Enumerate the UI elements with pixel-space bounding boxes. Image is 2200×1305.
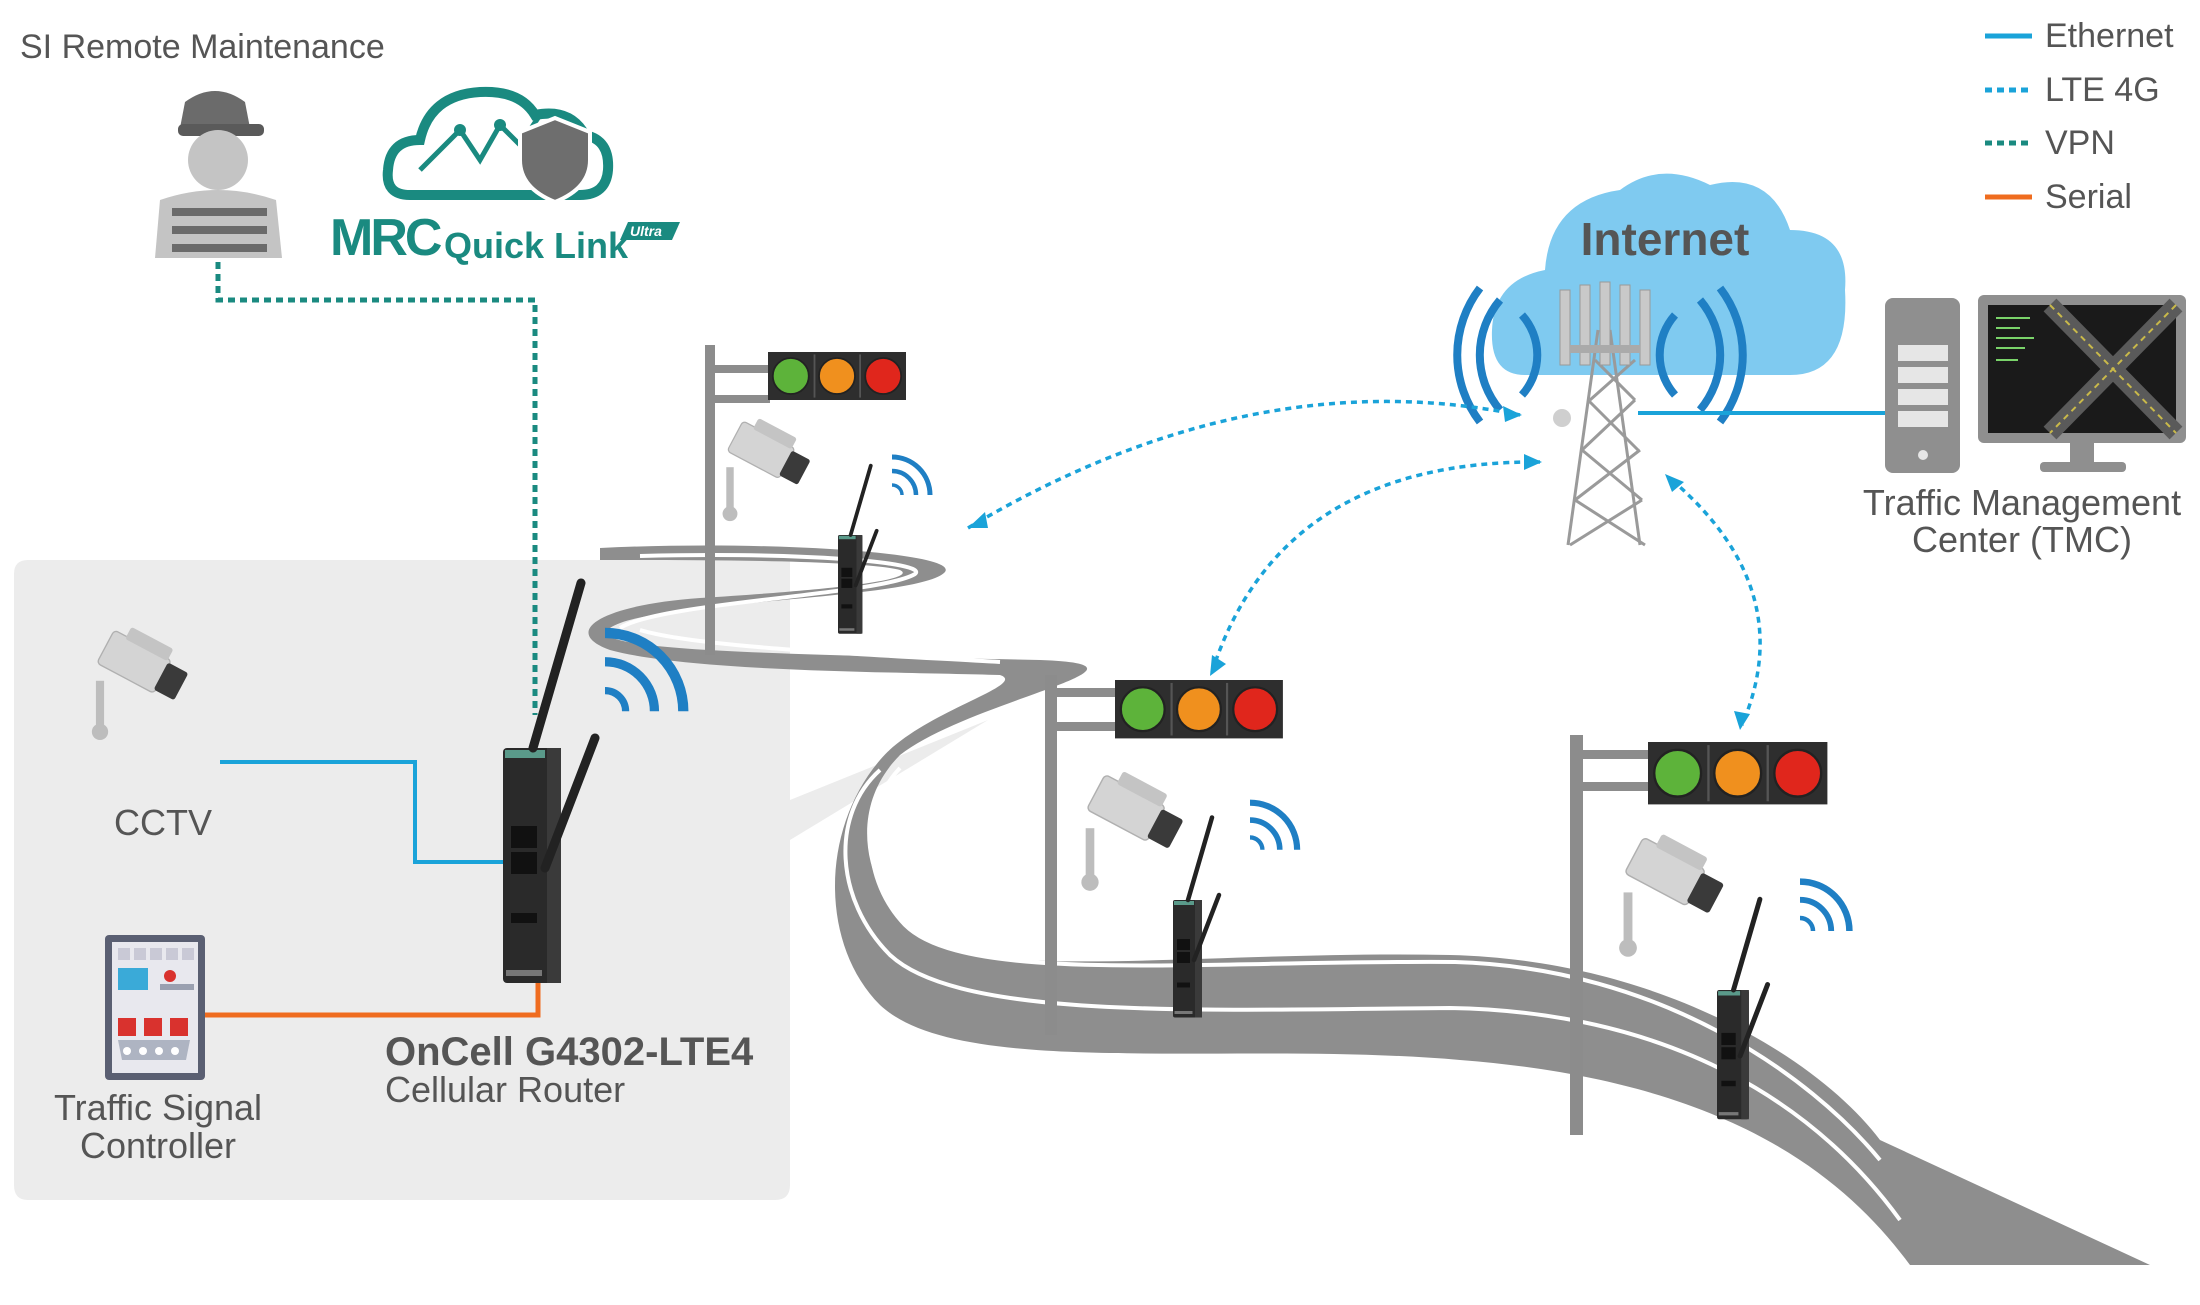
vpn-link xyxy=(215,262,538,715)
controller-serial-link xyxy=(205,980,541,1018)
tmc-label-line1: Traffic Management xyxy=(1863,482,2181,523)
traffic-signal-middle xyxy=(1045,675,1297,1035)
legend: Ethernet LTE 4G VPN Serial xyxy=(1985,17,2174,216)
svg-text:Ethernet: Ethernet xyxy=(2045,17,2174,55)
svg-text:VPN: VPN xyxy=(2045,124,2115,162)
legend-ethernet: Ethernet xyxy=(1985,17,2174,55)
tmc-label-line2: Center (TMC) xyxy=(1912,519,2132,560)
internet-cloud: Internet xyxy=(1491,173,1846,375)
logo-brand: MRC xyxy=(330,209,442,267)
page-title: SI Remote Maintenance xyxy=(20,28,385,66)
traffic-signal-far xyxy=(705,345,930,655)
logo-product: Quick Link xyxy=(444,225,629,266)
traffic-signal-controller-icon xyxy=(105,935,205,1080)
cctv-ethernet-link xyxy=(220,760,505,864)
cctv-label: CCTV xyxy=(114,802,212,843)
traffic-signal-near xyxy=(1570,735,1849,1135)
mrc-quick-link-logo: MRC Quick Link Ultra xyxy=(330,86,680,267)
road xyxy=(588,545,2150,1265)
svg-text:LTE 4G: LTE 4G xyxy=(2045,71,2160,109)
router-name: OnCell G4302-LTE4 xyxy=(385,1030,754,1074)
controller-label-line2: Controller xyxy=(80,1125,236,1166)
local-site-panel xyxy=(14,560,988,1200)
controller-label-line1: Traffic Signal xyxy=(54,1087,262,1128)
router-type: Cellular Router xyxy=(385,1069,625,1110)
logo-tag: Ultra xyxy=(630,223,662,239)
svg-text:Serial: Serial xyxy=(2045,178,2132,216)
legend-vpn: VPN xyxy=(1985,124,2115,162)
cell-tower-icon xyxy=(1453,281,1747,547)
lte-links xyxy=(967,399,1762,730)
legend-lte-4g: LTE 4G xyxy=(1985,71,2160,109)
legend-serial: Serial xyxy=(1985,178,2132,216)
engineer-icon xyxy=(155,91,282,258)
internet-label: Internet xyxy=(1581,213,1750,265)
tmc-workstation-icon xyxy=(1885,295,2186,473)
